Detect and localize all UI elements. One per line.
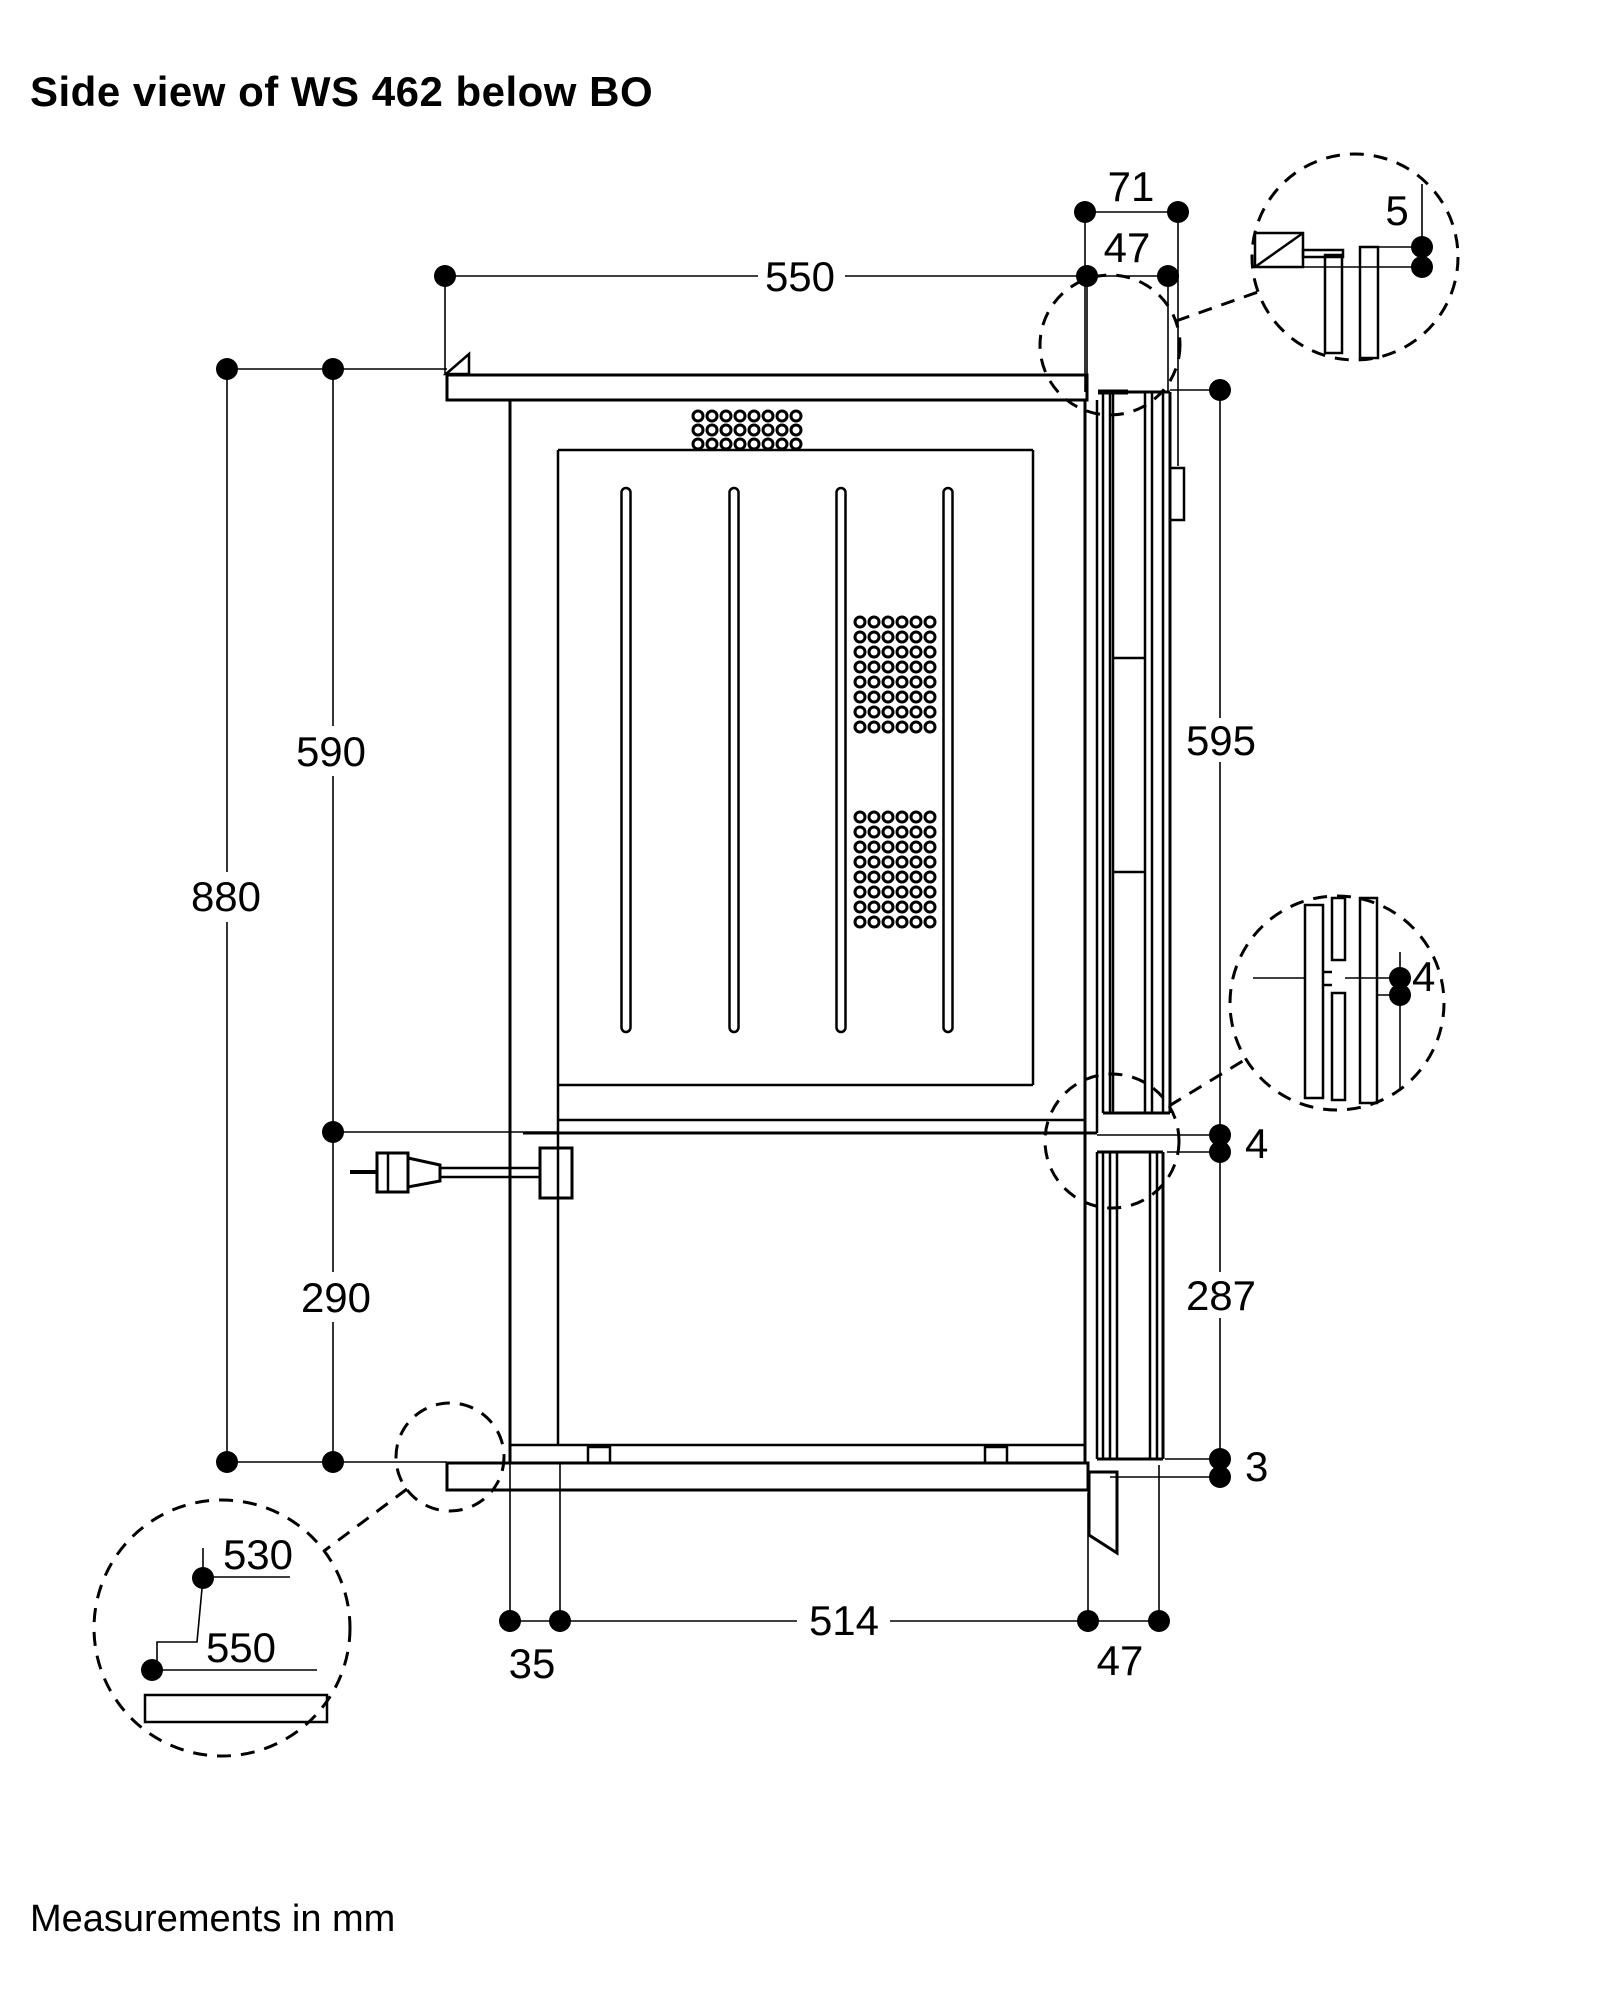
warming-drawer-front	[1095, 1150, 1165, 1461]
detail-top-right	[1250, 152, 1460, 362]
dim-detail-lower-depth: 550	[206, 1624, 276, 1671]
plinth-section	[1087, 1470, 1119, 1556]
plug-body	[375, 1151, 410, 1194]
vent-grid-top	[691, 409, 803, 451]
dim-base-rear-offset: 35	[509, 1640, 556, 1687]
detail-bottom-left	[92, 1498, 352, 1758]
power-cable	[438, 1166, 542, 1179]
vent-grid-cavity-upper	[853, 615, 937, 734]
dim-bottom-gap: 3	[1245, 1443, 1268, 1490]
cabinet-structure	[508, 398, 1097, 1465]
vent-grid-cavity-lower	[853, 810, 937, 929]
detail-middle-right	[1228, 894, 1446, 1112]
dim-base-depth: 514	[809, 1597, 879, 1644]
junction-markers	[323, 273, 1259, 1553]
dim-rear-top-clearance: 71	[1108, 163, 1155, 210]
oven-rails	[620, 486, 954, 1034]
dimension-labels: 550 71 47 5 880 590 290 595 287 4 4 3 53…	[191, 163, 1435, 1687]
appliance-foot	[983, 1445, 1009, 1465]
dimension-dots	[141, 201, 1433, 1681]
dim-door-top-clearance: 47	[1104, 224, 1151, 271]
measurement-note: Measurements in mm	[30, 1898, 396, 1940]
dim-front-gap-detail: 4	[1412, 953, 1435, 1000]
dim-detail-upper-depth: 530	[223, 1531, 293, 1578]
detail-circle	[92, 1498, 352, 1758]
dim-base-front-offset: 47	[1097, 1637, 1144, 1684]
detail-circle	[1228, 894, 1446, 1112]
detail-circle	[1250, 152, 1460, 362]
junction-box	[538, 1146, 574, 1200]
dim-total-niche-height: 880	[191, 873, 261, 920]
dim-drawer-niche-height: 290	[301, 1274, 371, 1321]
appliance-foot	[586, 1445, 612, 1465]
dim-front-gap: 4	[1245, 1120, 1268, 1167]
dim-worktop-depth: 550	[765, 253, 835, 300]
worktop-break-mark	[442, 351, 471, 376]
dim-oven-front-height: 595	[1186, 717, 1256, 764]
power-plug	[350, 1146, 574, 1200]
page-title: Side view of WS 462 below BO	[30, 68, 654, 115]
dim-top-detail-gap: 5	[1385, 187, 1408, 234]
oven-door	[1095, 389, 1186, 1133]
dim-drawer-front-height: 287	[1186, 1272, 1256, 1319]
dimension-lines	[226, 211, 1221, 1622]
dim-oven-niche-height: 590	[296, 728, 366, 775]
bottom-shelf	[445, 1461, 1119, 1556]
worktop-panel	[442, 351, 1089, 402]
door-handle	[1168, 466, 1186, 522]
